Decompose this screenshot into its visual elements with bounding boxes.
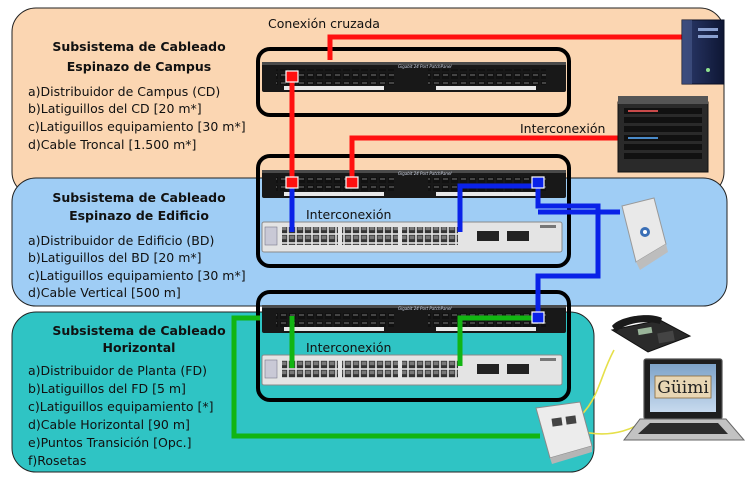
- campus-title-line2: Espinazo de Campus: [67, 59, 211, 74]
- building-item: c)Latiguillos equipamiento [30 m*]: [28, 268, 246, 283]
- building-item: b)Latiguillos del BD [20 m*]: [28, 250, 202, 265]
- horizontal-interconnect-label: Interconexión: [306, 340, 391, 355]
- campus-distributor-rack: [256, 47, 571, 117]
- horizontal-item: c)Latiguillos equipamiento [*]: [28, 399, 214, 414]
- campus-interconnect-label: Interconexión: [520, 121, 605, 136]
- voip-adapter-icon: [621, 197, 668, 270]
- floor-switch: [261, 354, 563, 386]
- building-title: Subsistema de Cableado Espinazo de Edifi…: [52, 190, 226, 223]
- building-item: a)Distribuidor de Edificio (BD): [28, 233, 214, 248]
- campus-patch-panel: Gigabit 24 Port PatchPanel: [262, 62, 566, 92]
- campus-title-line1: Subsistema de Cableado: [52, 39, 226, 54]
- building-port-red-2: [345, 176, 359, 189]
- building-port-red-1: [285, 176, 299, 189]
- horizontal-item: b)Latiguillos del FD [5 m]: [28, 381, 186, 396]
- horizontal-item: a)Distribuidor de Planta (FD): [28, 363, 207, 378]
- building-item: d)Cable Vertical [500 m]: [28, 285, 181, 300]
- router-chassis-icon: [617, 96, 709, 173]
- horizontal-title-line1: Subsistema de Cableado: [52, 323, 226, 338]
- floor-patch-panel: Gigabit 24 Port PatchPanel: [262, 305, 566, 333]
- green-horizontal-cables: [231, 315, 540, 439]
- horizontal-item: d)Cable Horizontal [90 m]: [28, 417, 190, 432]
- horizontal-items: a)Distribuidor de Planta (FD) b)Latiguil…: [28, 363, 214, 468]
- campus-items: a)Distribuidor de Campus (CD) b)Latiguil…: [28, 84, 246, 152]
- campus-item: a)Distribuidor de Campus (CD): [28, 84, 220, 99]
- cross-connect-label: Conexión cruzada: [268, 16, 380, 31]
- svg-text:Gigabit 24 Port PatchPanel: Gigabit 24 Port PatchPanel: [398, 64, 452, 69]
- campus-title: Subsistema de Cableado Espinazo de Campu…: [52, 39, 226, 74]
- red-backbone-cables: [289, 34, 690, 180]
- svg-text:Gigabit 24 Port PatchPanel: Gigabit 24 Port PatchPanel: [398, 306, 452, 311]
- campus-item: b)Latiguillos del CD [20 m*]: [28, 101, 202, 116]
- building-interconnect-label: Interconexión: [306, 207, 391, 222]
- horizontal-title: Subsistema de Cableado Horizontal: [52, 323, 226, 355]
- campus-item: c)Latiguillos equipamiento [30 m*]: [28, 119, 246, 134]
- building-title-line1: Subsistema de Cableado: [52, 190, 226, 205]
- svg-text:Gigabit 24 Port PatchPanel: Gigabit 24 Port PatchPanel: [398, 171, 452, 176]
- floor-port-blue: [531, 311, 545, 324]
- floor-distributor-rack: [256, 290, 571, 402]
- ip-phone-icon: [610, 315, 692, 353]
- laptop-screen-text: Güimi: [657, 378, 709, 398]
- building-switch: [261, 221, 563, 253]
- campus-item: d)Cable Troncal [1.500 m*]: [28, 137, 196, 152]
- building-items: a)Distribuidor de Edificio (BD) b)Latigu…: [28, 233, 246, 300]
- wall-outlet-icon: [535, 401, 593, 464]
- blue-vertical-cables: [289, 183, 620, 314]
- building-port-blue: [531, 176, 545, 189]
- laptop-icon: Güimi: [622, 358, 746, 441]
- building-title-line2: Espinazo de Edificio: [69, 208, 209, 223]
- horizontal-title-line2: Horizontal: [103, 340, 176, 355]
- server-tower-icon: [681, 19, 725, 85]
- horizontal-item: e)Puntos Transición [Opc.]: [28, 435, 192, 450]
- horizontal-item: f)Rosetas: [28, 453, 86, 468]
- campus-port-red: [285, 70, 299, 83]
